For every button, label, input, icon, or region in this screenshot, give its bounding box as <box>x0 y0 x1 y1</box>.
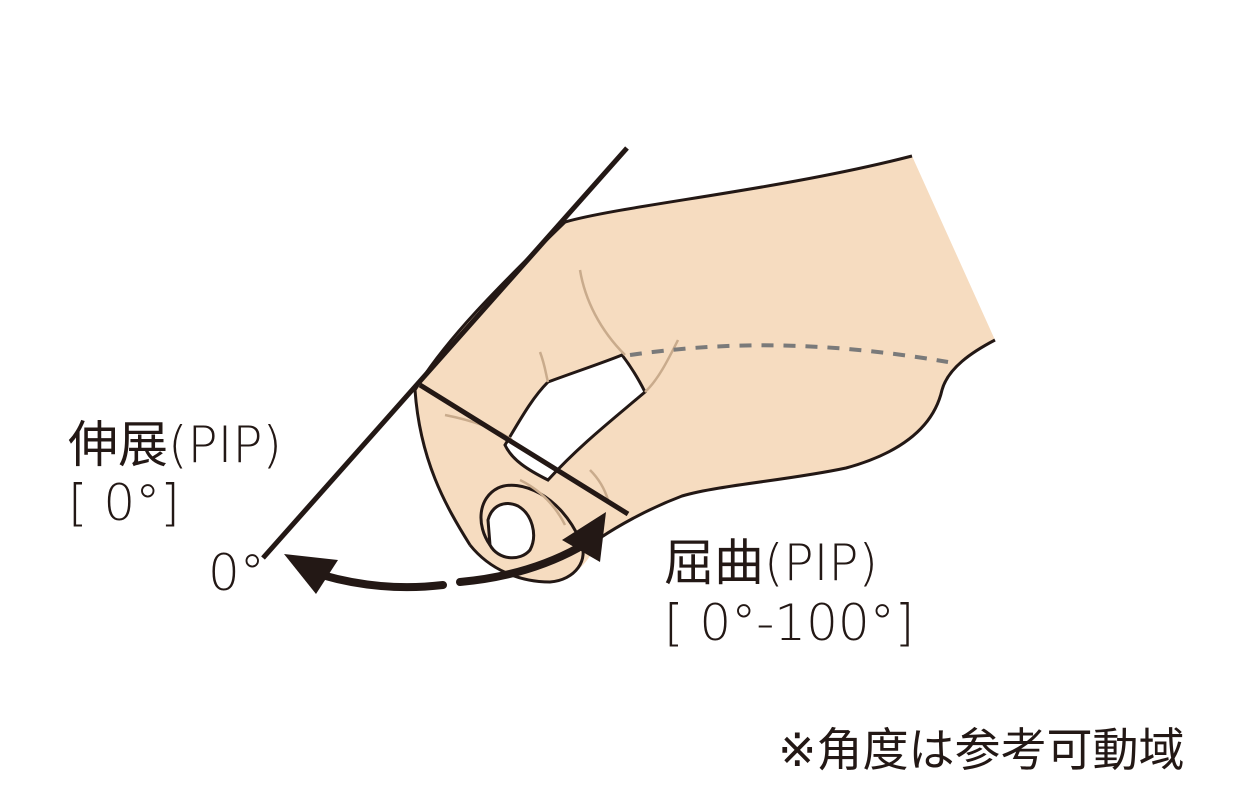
motion-arc-right <box>456 544 582 586</box>
hand-outline-top <box>564 154 913 224</box>
hand-outline-palm <box>599 338 996 540</box>
arrowhead-extension <box>284 554 338 594</box>
flexion-label: 屈曲(PIP) <box>664 534 879 592</box>
knuckle-crease-2 <box>538 351 550 383</box>
knuckle-crease-1 <box>578 269 626 356</box>
extension-reference-line <box>261 146 629 560</box>
hand-shape <box>415 156 995 582</box>
extension-label: 伸展(PIP) <box>68 416 283 474</box>
zero-angle-label: 0° <box>208 544 265 602</box>
finger-crease-2 <box>519 478 567 526</box>
reference-note: ※角度は参考可動域 <box>778 723 1185 777</box>
motion-arc-left <box>318 571 447 592</box>
finger-crease-3 <box>589 469 610 501</box>
knuckle-crease-3 <box>644 339 680 393</box>
flexion-segment-line <box>418 382 630 517</box>
finger-nail <box>486 502 535 560</box>
palm-dashed-line <box>629 343 949 364</box>
flexion-range: [ 0°-100°] <box>664 594 915 652</box>
arrowhead-flexion <box>562 512 606 562</box>
extension-range: [ 0°] <box>68 474 180 532</box>
